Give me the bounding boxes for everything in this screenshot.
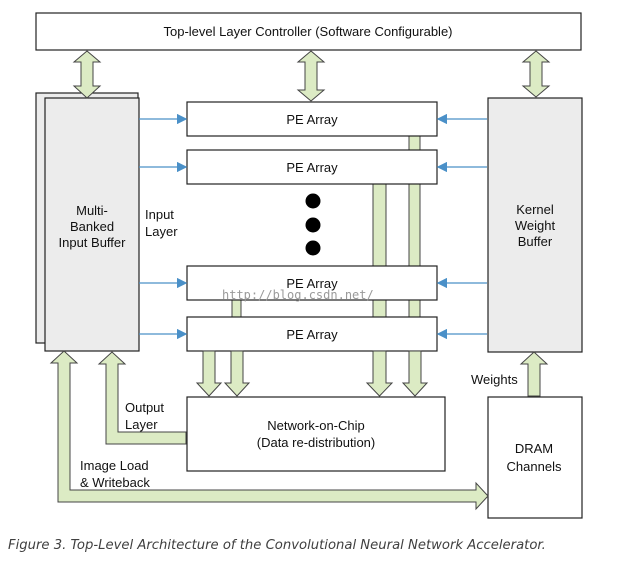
pe-array-4-label: PE Array xyxy=(286,327,338,342)
pe-to-noc-arrows xyxy=(195,350,429,397)
dram-label-1: DRAM xyxy=(515,441,553,456)
pe-array-2-label: PE Array xyxy=(286,160,338,175)
output-layer-label-2: Layer xyxy=(125,417,158,432)
pe-array-3: PE Array xyxy=(186,265,438,301)
image-load-label-2: & Writeback xyxy=(80,475,150,490)
kernel-buffer-label-3: Buffer xyxy=(518,234,553,249)
input-layer-label-2: Layer xyxy=(145,224,178,239)
pe-array-2: PE Array xyxy=(186,149,438,185)
input-data-arrows xyxy=(139,113,188,340)
input-buffer-label-1: Multi- xyxy=(76,203,108,218)
top-level-controller: Top-level Layer Controller (Software Con… xyxy=(35,12,582,51)
weights-label: Weights xyxy=(471,372,518,387)
image-load-writeback-arrow xyxy=(49,350,489,511)
pe-array-4: PE Array xyxy=(186,316,438,352)
pe-array-3-label: PE Array xyxy=(286,276,338,291)
kernel-weight-buffer-block: Kernel Weight Buffer xyxy=(487,97,583,353)
noc-label-1: Network-on-Chip xyxy=(267,418,365,433)
image-load-label-1: Image Load xyxy=(80,458,149,473)
watermark: http://blog.csdn.net/ xyxy=(222,288,374,302)
figure-caption: Figure 3. Top-Level Architecture of the … xyxy=(8,538,546,553)
input-layer-label-1: Input xyxy=(145,207,174,222)
input-buffer-label-2: Banked xyxy=(70,219,114,234)
noc-label-2: (Data re-distribution) xyxy=(257,435,376,450)
pe-array-1: PE Array xyxy=(186,101,438,137)
dram-channels-block: DRAM Channels xyxy=(487,396,583,519)
ellipsis-dots xyxy=(305,193,321,256)
input-buffer-block: Multi- Banked Input Buffer xyxy=(35,92,140,352)
controller-bidirectional-arrows xyxy=(72,50,551,102)
pe-array-1-label: PE Array xyxy=(286,112,338,127)
output-layer-label-1: Output xyxy=(125,400,164,415)
controller-label: Top-level Layer Controller (Software Con… xyxy=(163,24,452,39)
network-on-chip-block: Network-on-Chip (Data re-distribution) xyxy=(186,396,446,472)
dram-label-2: Channels xyxy=(507,459,562,474)
kernel-buffer-label-1: Kernel xyxy=(516,202,554,217)
input-buffer-label-3: Input Buffer xyxy=(59,235,127,250)
weights-arrow xyxy=(519,351,549,397)
weight-data-arrows xyxy=(436,113,487,340)
kernel-buffer-label-2: Weight xyxy=(515,218,556,233)
output-layer-arrow xyxy=(97,351,187,445)
